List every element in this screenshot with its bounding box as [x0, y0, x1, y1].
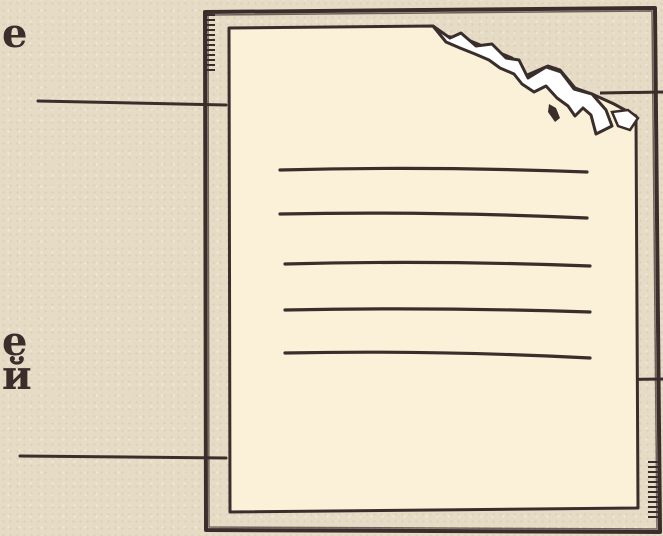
leader-line-bottom-left	[20, 456, 226, 458]
leader-line-top-left	[38, 101, 226, 105]
leader-line-right-top	[600, 92, 663, 93]
